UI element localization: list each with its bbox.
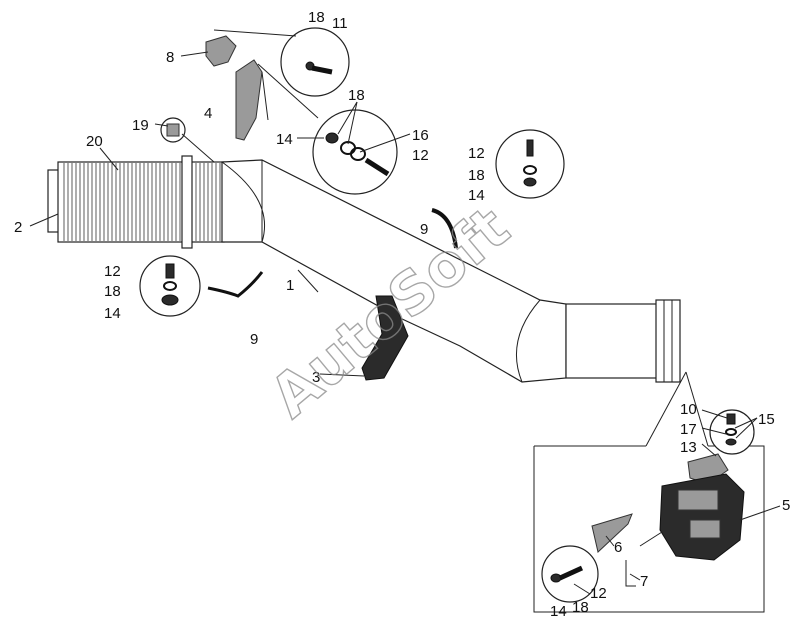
clamp-9-upper — [431, 208, 458, 249]
callout-18-left: 18 — [104, 283, 121, 300]
callout-20: 20 — [86, 133, 103, 150]
callout-8: 8 — [166, 49, 174, 66]
part-19-detail — [160, 117, 186, 143]
callout-17: 17 — [680, 421, 697, 438]
callout-2: 2 — [14, 219, 22, 236]
bracket-4 — [235, 59, 269, 141]
leader-lines — [29, 29, 781, 595]
callout-14-inset: 14 — [550, 603, 567, 620]
callout-12-left: 12 — [104, 263, 121, 280]
callout-12-upper: 12 — [412, 147, 429, 164]
detail-circle-18-11 — [280, 27, 350, 97]
callout-6: 6 — [614, 539, 622, 556]
detail-circle-fasteners-upper — [312, 109, 398, 195]
callout-9-upper: 9 — [420, 221, 428, 238]
callout-11: 11 — [332, 15, 348, 32]
inset-assembly — [533, 371, 765, 613]
callout-labels: 2 20 19 8 4 18 11 18 14 16 12 12 18 14 9… — [14, 9, 790, 620]
hose-ribs — [63, 163, 221, 241]
outlet-pipe — [565, 299, 681, 383]
callout-4: 4 — [204, 105, 212, 122]
clamp-9-lower — [207, 271, 264, 298]
callout-16: 16 — [412, 127, 429, 144]
callout-15: 15 — [758, 411, 775, 428]
callout-18-upper: 18 — [348, 87, 365, 104]
bracket-3 — [361, 295, 409, 381]
callout-3: 3 — [312, 369, 320, 386]
callout-13: 13 — [680, 439, 697, 456]
callout-7: 7 — [640, 573, 648, 590]
callout-14-right: 14 — [468, 187, 485, 204]
part-8 — [205, 35, 237, 67]
callout-10: 10 — [680, 401, 697, 418]
callout-12-right: 12 — [468, 145, 485, 162]
callout-5: 5 — [782, 497, 790, 514]
detail-circle-fasteners-right — [495, 129, 565, 199]
callout-18-inset: 18 — [572, 599, 589, 616]
detail-circle-fasteners-left — [139, 255, 201, 317]
callout-14-upper: 14 — [276, 131, 293, 148]
callout-18-top: 18 — [308, 9, 325, 26]
callout-12-inset: 12 — [590, 585, 607, 602]
y-duct — [221, 159, 567, 383]
callout-14-left: 14 — [104, 305, 121, 322]
callout-9-lower: 9 — [250, 331, 258, 348]
callout-19: 19 — [132, 117, 149, 134]
callout-18-right: 18 — [468, 167, 485, 184]
corrugated-hose — [47, 155, 225, 249]
callout-1: 1 — [286, 277, 294, 294]
